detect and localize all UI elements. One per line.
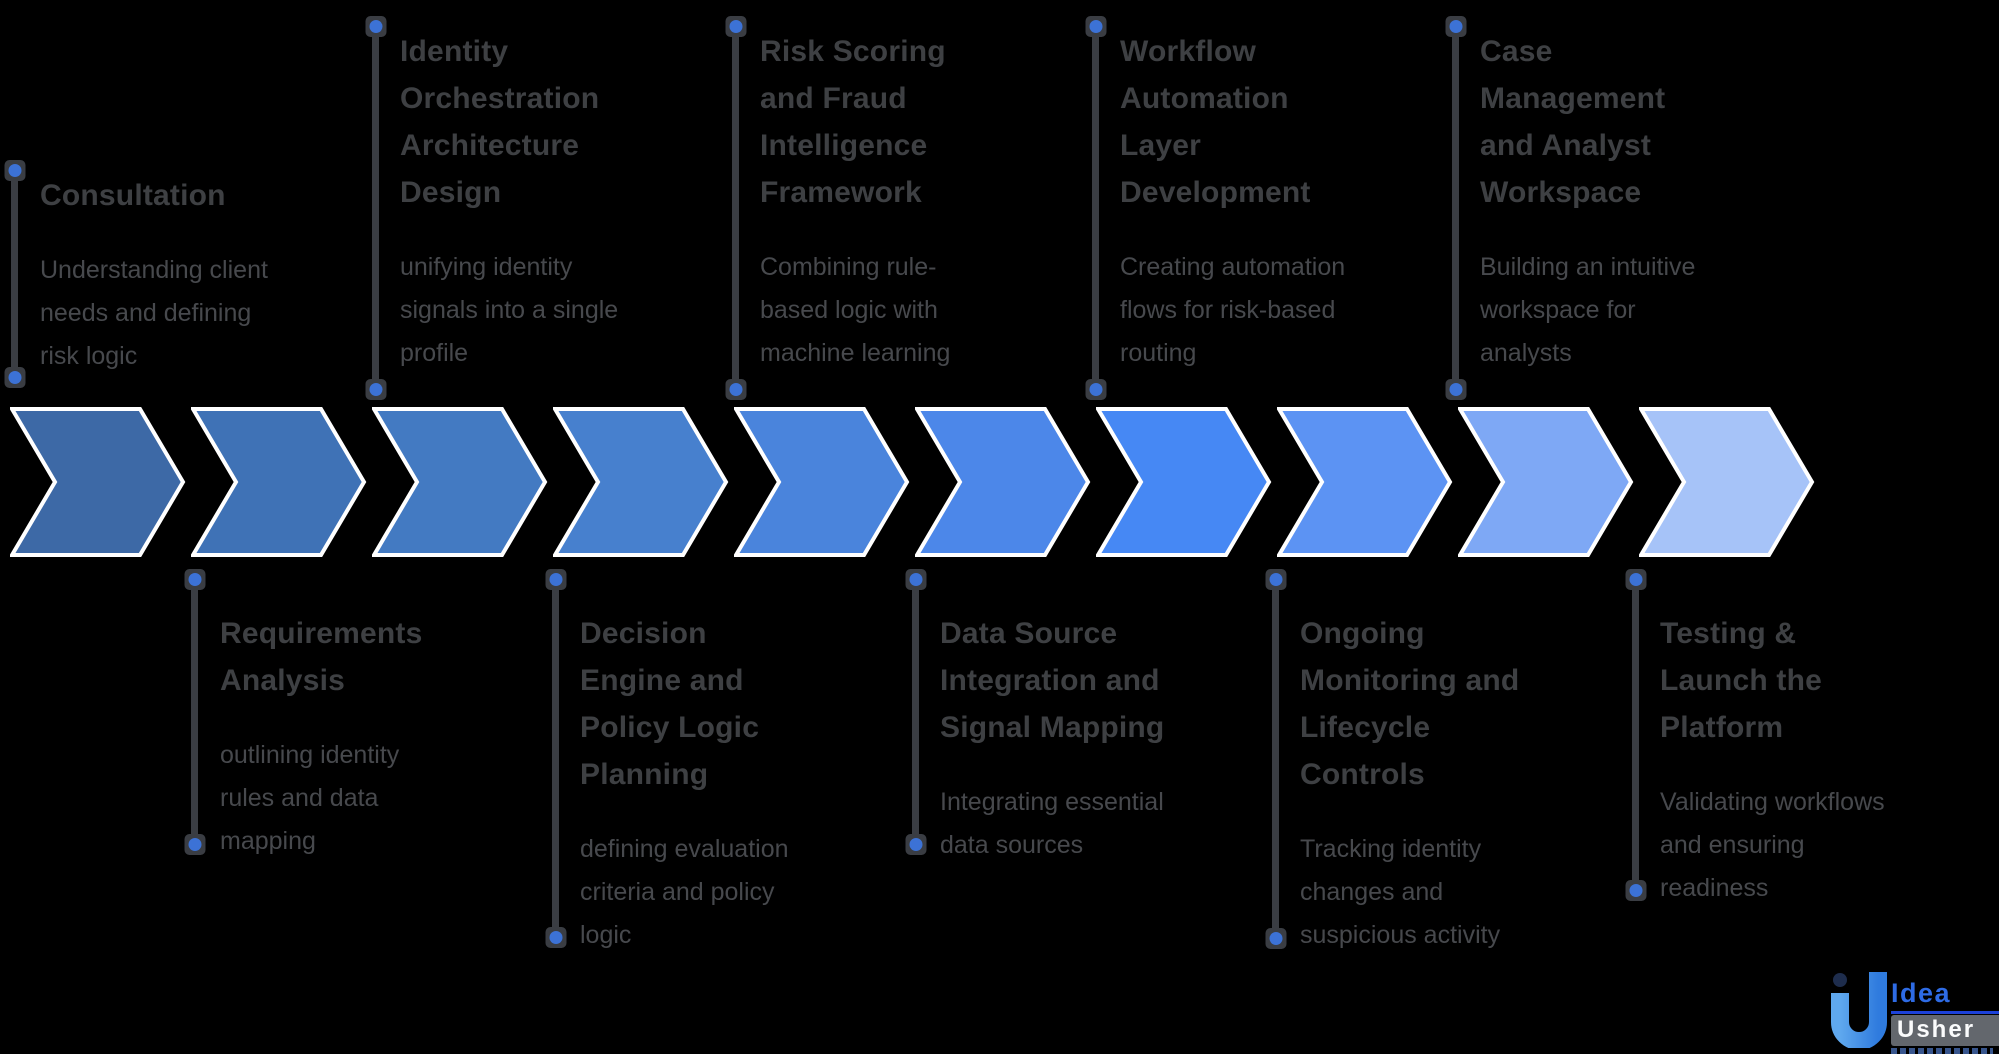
connector-dot bbox=[1085, 379, 1106, 400]
connector-dot bbox=[545, 927, 566, 948]
milestone-description: Combining rule- based logic with machine… bbox=[760, 253, 951, 367]
connector-bottom-2 bbox=[545, 569, 566, 948]
chevron-arrow-4 bbox=[553, 407, 729, 557]
milestone-description: unifying identity signals into a single … bbox=[400, 253, 619, 367]
connector-bottom-5 bbox=[1625, 569, 1646, 901]
connector-bottom-3 bbox=[905, 569, 926, 855]
connector-dot bbox=[1085, 16, 1106, 37]
milestone-title: Data Source Integration and Signal Mappi… bbox=[940, 617, 1165, 744]
milestone-title: Requirements Analysis bbox=[220, 617, 423, 697]
chevron-arrow-7 bbox=[1096, 407, 1272, 557]
connector-dot bbox=[365, 16, 386, 37]
connector-dot bbox=[1265, 569, 1286, 590]
connector-bottom-1 bbox=[184, 569, 205, 855]
connector-dot bbox=[545, 569, 566, 590]
milestone-title: Workflow Automation Layer Development bbox=[1120, 35, 1311, 209]
connector-dot bbox=[365, 379, 386, 400]
milestone-description: Tracking identity changes and suspicious… bbox=[1300, 835, 1501, 949]
connector-dot bbox=[1445, 16, 1466, 37]
milestone-testing-launch: Testing & Launch the Platform Validating… bbox=[1660, 610, 1930, 910]
milestone-description: Understanding client needs and defining … bbox=[40, 256, 268, 370]
connector-dot bbox=[1265, 928, 1286, 949]
connector-top-5 bbox=[1445, 16, 1466, 400]
logo-brand-top: Idea bbox=[1891, 978, 1952, 1008]
milestone-description: Validating workflows and ensuring readin… bbox=[1660, 788, 1885, 902]
chevron-arrow-3 bbox=[372, 407, 548, 557]
connector-top-1 bbox=[4, 160, 25, 388]
logo-divider bbox=[1891, 1011, 1999, 1014]
connector-top-4 bbox=[1085, 16, 1106, 400]
connector-top-3 bbox=[725, 16, 746, 400]
connector-dot bbox=[184, 569, 205, 590]
connector-dot bbox=[1625, 569, 1646, 590]
milestone-description: Building an intuitive workspace for anal… bbox=[1480, 253, 1696, 367]
milestone-title: Identity Orchestration Architecture Desi… bbox=[400, 35, 600, 209]
connector-dot bbox=[905, 834, 926, 855]
logo-tagline bbox=[1891, 1048, 1993, 1054]
milestone-title: Testing & Launch the Platform bbox=[1660, 617, 1823, 744]
milestone-title: Consultation bbox=[40, 179, 226, 212]
connector-bottom-4 bbox=[1265, 569, 1286, 949]
milestone-description: defining evaluation criteria and policy … bbox=[580, 835, 789, 949]
chevron-arrow-9 bbox=[1458, 407, 1634, 557]
connector-dot bbox=[4, 367, 25, 388]
milestone-title: Risk Scoring and Fraud Intelligence Fram… bbox=[760, 35, 946, 209]
milestone-title: Decision Engine and Policy Logic Plannin… bbox=[580, 617, 760, 791]
milestone-data-source-integration: Data Source Integration and Signal Mappi… bbox=[940, 610, 1210, 867]
connector-dot bbox=[1625, 880, 1646, 901]
chevron-arrow-2 bbox=[191, 407, 367, 557]
milestone-risk-scoring: Risk Scoring and Fraud Intelligence Fram… bbox=[760, 28, 1030, 375]
connector-dot bbox=[725, 16, 746, 37]
connector-dot bbox=[1445, 379, 1466, 400]
idea-usher-logo: Idea Usher bbox=[1821, 952, 1999, 1054]
milestone-ongoing-monitoring: Ongoing Monitoring and Lifecycle Control… bbox=[1300, 610, 1570, 957]
milestone-case-management: Case Management and Analyst Workspace Bu… bbox=[1480, 28, 1750, 375]
milestone-workflow-automation: Workflow Automation Layer Development Cr… bbox=[1120, 28, 1390, 375]
connector-top-2 bbox=[365, 16, 386, 400]
milestone-requirements-analysis: Requirements Analysis outlining identity… bbox=[220, 610, 490, 863]
connector-dot bbox=[4, 160, 25, 181]
milestone-description: Integrating essential data sources bbox=[940, 788, 1164, 859]
milestone-decision-engine: Decision Engine and Policy Logic Plannin… bbox=[580, 610, 850, 957]
chevron-arrow-5 bbox=[734, 407, 910, 557]
connector-dot bbox=[725, 379, 746, 400]
connector-dot bbox=[905, 569, 926, 590]
logo-brand-bottom: Usher bbox=[1891, 1015, 1999, 1046]
chevron-arrow-6 bbox=[915, 407, 1091, 557]
milestone-title: Case Management and Analyst Workspace bbox=[1480, 35, 1666, 209]
milestone-identity-orchestration: Identity Orchestration Architecture Desi… bbox=[400, 28, 670, 375]
connector-dot bbox=[184, 834, 205, 855]
milestone-description: Creating automation flows for risk-based… bbox=[1120, 253, 1346, 367]
u-letter-icon bbox=[1831, 972, 1887, 1048]
chevron-arrow-1 bbox=[10, 407, 186, 557]
milestone-title: Ongoing Monitoring and Lifecycle Control… bbox=[1300, 617, 1520, 791]
milestone-consultation: Consultation Understanding client needs … bbox=[40, 172, 310, 378]
chevron-arrow-10 bbox=[1639, 407, 1815, 557]
chevron-arrow-8 bbox=[1277, 407, 1453, 557]
milestone-description: outlining identity rules and data mappin… bbox=[220, 741, 400, 855]
